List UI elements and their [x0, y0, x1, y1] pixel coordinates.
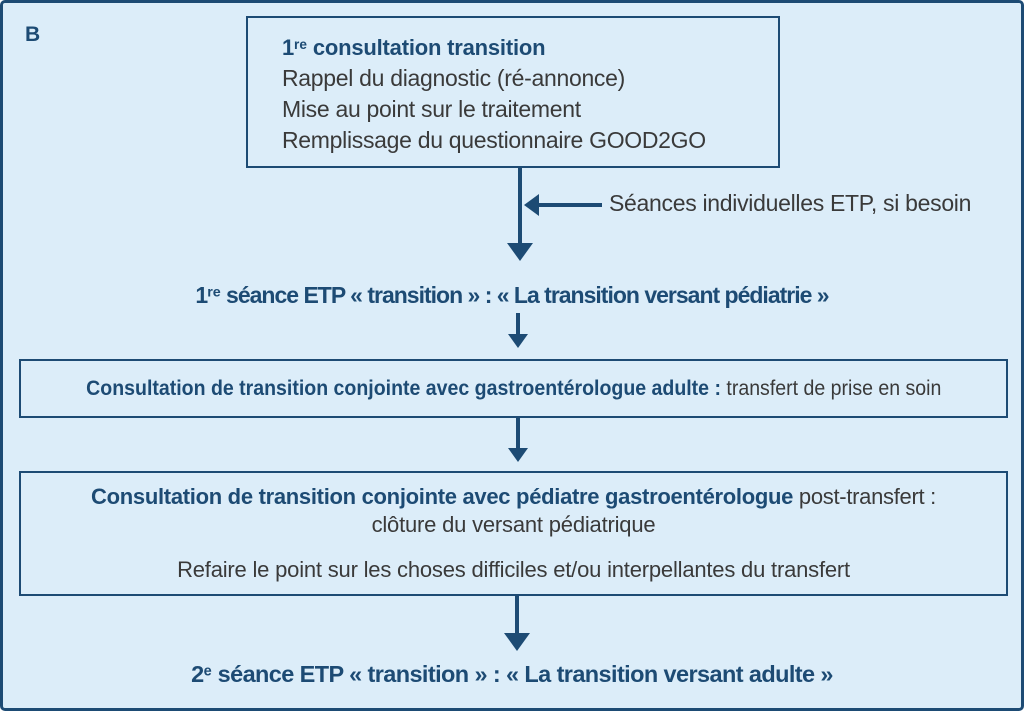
arrow-left-icon — [524, 194, 539, 216]
seance1-text: séance ETP « transition » : « La transit… — [220, 282, 830, 308]
title-number: 1 — [282, 35, 295, 61]
joint-adult-bold-text: Consultation de transition conjointe ave… — [85, 376, 727, 400]
flow-arrow-2-stem — [516, 313, 520, 336]
seance2-number: 2 — [191, 661, 204, 687]
post-transfer-line3: Refaire le point sur les choses difficil… — [177, 557, 850, 582]
first-consultation-line: Mise au point sur le traitement — [282, 96, 581, 123]
first-consultation-line: Rappel du diagnostic (ré-annonce) — [282, 65, 625, 92]
title-superscript: re — [294, 37, 307, 52]
flow-arrow-1-stem — [518, 167, 522, 245]
title-text: consultation transition — [306, 35, 546, 61]
joint-adult-regular-text: transfert de prise en soin — [726, 376, 942, 400]
post-transfer-regular-text: post-transfert : — [793, 484, 936, 509]
flow-arrow-3-stem — [516, 418, 520, 449]
seance2-label: 2e séance ETP « transition » : « La tran… — [3, 661, 1021, 688]
post-transfer-line1: Consultation de transition conjointe ave… — [21, 483, 1006, 511]
flow-arrow-4-stem — [515, 596, 519, 635]
seance1-superscript: re — [207, 284, 221, 301]
arrow-down-icon — [508, 448, 528, 462]
post-transfer-bold-text: Consultation de transition conjointe ave… — [91, 484, 794, 509]
side-arrow-stem — [539, 203, 602, 207]
seance2-text: séance ETP « transition » : « La transit… — [211, 661, 834, 687]
first-consultation-box: 1re consultation transition Rappel du di… — [246, 16, 780, 168]
panel-label: B — [25, 23, 41, 46]
joint-adult-consultation-text: Consultation de transition conjointe ave… — [86, 377, 941, 401]
post-transfer-consultation-box: Consultation de transition conjointe ave… — [19, 471, 1008, 596]
seance1-number: 1 — [195, 282, 208, 308]
arrow-down-icon — [508, 334, 528, 348]
seance1-label: 1re séance ETP « transition » : « La tra… — [3, 282, 1021, 309]
joint-adult-consultation-box: Consultation de transition conjointe ave… — [19, 359, 1008, 418]
first-consultation-line: Remplissage du questionnaire GOOD2GO — [282, 127, 706, 154]
arrow-down-icon — [504, 633, 530, 651]
side-note-label: Séances individuelles ETP, si besoin — [609, 190, 972, 216]
first-consultation-title: 1re consultation transition — [282, 29, 770, 63]
post-transfer-line2: clôture du versant pédiatrique — [371, 512, 656, 537]
seance2-superscript: e — [203, 663, 212, 680]
arrow-down-icon — [507, 243, 533, 261]
